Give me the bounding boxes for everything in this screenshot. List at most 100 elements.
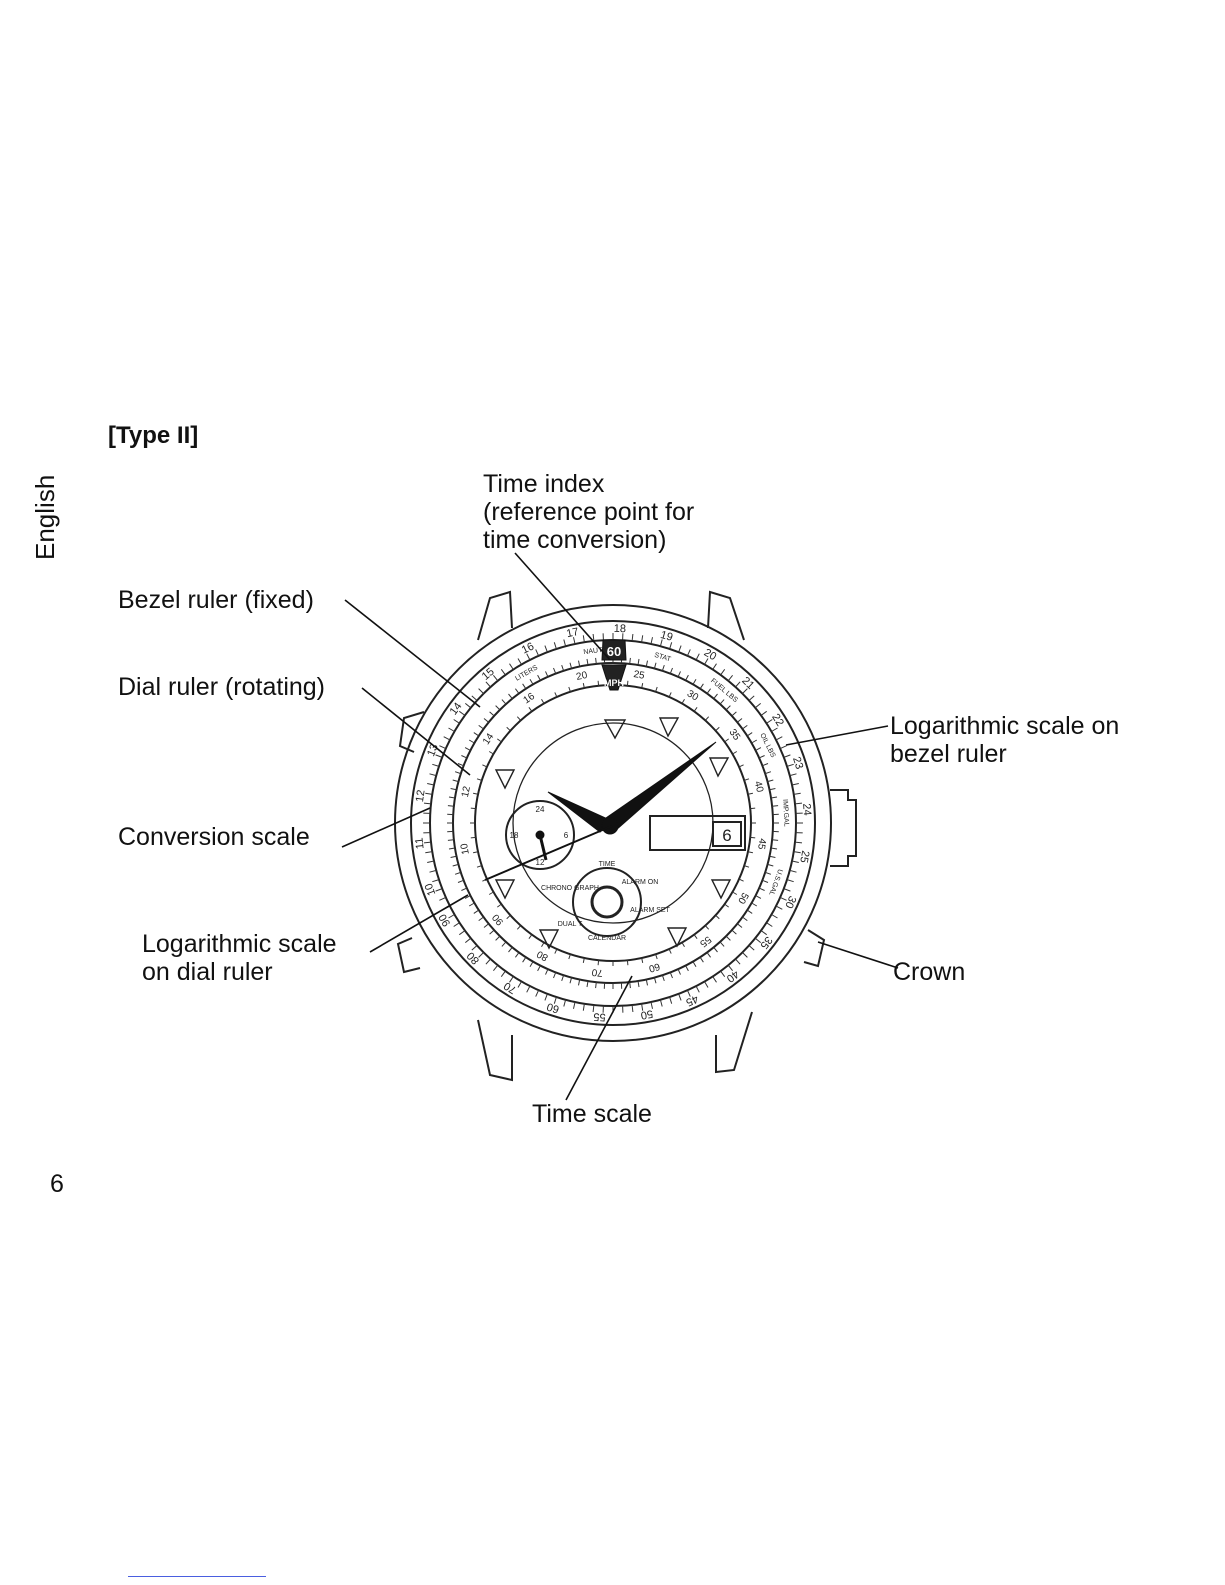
- scale-tick: [586, 980, 589, 988]
- scale-tick: [732, 891, 738, 895]
- scale-tick: [495, 705, 501, 711]
- label-time-index-line-1: Time index: [483, 470, 605, 498]
- scale-tick: [554, 692, 558, 698]
- scale-tick: [704, 658, 709, 665]
- bezel-number-22: 60: [545, 1000, 560, 1015]
- scale-tick: [453, 922, 460, 927]
- scale-tick: [545, 671, 549, 678]
- scale-tick: [435, 888, 443, 892]
- label-log-scale-dial-line-1: Logarithmic scale: [142, 930, 337, 958]
- scale-tick: [641, 635, 644, 643]
- bezel-number-13: 23: [790, 755, 805, 770]
- scale-tick: [509, 976, 514, 983]
- scale-tick: [724, 903, 729, 908]
- leader-log-scale-bezel: [785, 725, 889, 746]
- scale-tick: [461, 755, 468, 759]
- scale-tick: [522, 956, 527, 963]
- bezel-tag-6: U.S.GAL: [767, 868, 783, 896]
- scale-tick: [738, 764, 744, 768]
- scale-tick: [626, 680, 629, 686]
- scale-tick: [563, 999, 567, 1007]
- scale-tick: [470, 807, 476, 810]
- scale-tick: [641, 682, 644, 689]
- label-log-scale-bezel: Logarithmic scale on bezel ruler: [890, 712, 1119, 768]
- bezel-number-2: 12: [414, 789, 428, 803]
- scale-tick: [459, 930, 466, 936]
- leader-log-scale-dial: [369, 894, 469, 953]
- subdial-number-18: 18: [510, 831, 519, 840]
- scale-tick: [659, 999, 663, 1007]
- scale-tick: [501, 699, 507, 705]
- scale-tick: [457, 879, 464, 883]
- scale-tick: [535, 989, 540, 997]
- scale-tick: [450, 855, 457, 858]
- dial-number-8: 40: [752, 780, 765, 794]
- scale-tick: [758, 755, 765, 759]
- leader-dial-ruler-rotating: [361, 687, 471, 776]
- scale-tick: [771, 727, 778, 732]
- label-time-index-line-2: (reference point for: [483, 498, 695, 526]
- scale-tick: [678, 645, 682, 653]
- scale-tick: [425, 851, 433, 854]
- scale-tick: [712, 663, 717, 670]
- scale-tick: [497, 903, 502, 908]
- scale-tick: [517, 981, 522, 988]
- scale-tick: [750, 836, 756, 839]
- marker-triangle-7: [666, 927, 688, 948]
- scale-tick: [695, 985, 700, 993]
- scale-tick: [771, 914, 778, 919]
- scale-tick: [685, 965, 689, 972]
- leader-conversion-scale: [341, 807, 431, 848]
- mode-label-chronograph: CHRONO GRAPH: [541, 885, 599, 892]
- scale-tick: [641, 1003, 644, 1011]
- scale-tick: [699, 956, 704, 963]
- mode-label-calendar: CALENDAR: [588, 935, 626, 942]
- dial-number-1: 12: [460, 785, 473, 799]
- hour-hand: [547, 791, 611, 833]
- scale-tick: [485, 681, 491, 688]
- scale-tick: [765, 771, 772, 775]
- scale-tick: [526, 653, 531, 661]
- scale-tick: [789, 869, 797, 873]
- scale-tick: [754, 703, 762, 709]
- label-conversion-scale: Conversion scale: [118, 823, 310, 851]
- bezel-number-14: 24: [800, 803, 813, 816]
- scale-tick: [742, 724, 748, 730]
- scale-tick: [586, 658, 589, 666]
- label-log-scale-dial-line-2: on dial ruler: [142, 958, 273, 986]
- scale-tick: [541, 942, 545, 948]
- scale-tick: [423, 802, 432, 805]
- scale-tick: [727, 964, 733, 972]
- scale-tick: [595, 657, 597, 664]
- label-time-index: Time index (reference point for time con…: [483, 470, 694, 554]
- scale-tick: [569, 977, 573, 984]
- scale-tick: [713, 946, 718, 953]
- time-index-number: 60: [607, 644, 621, 659]
- dial-number-15: 90: [490, 911, 506, 927]
- scale-tick: [693, 707, 698, 712]
- scale-tick: [637, 658, 640, 666]
- scale-tick: [528, 707, 533, 712]
- scale-tick: [765, 871, 772, 875]
- scale-tick: [783, 754, 791, 758]
- label-log-scale-bezel-line-1: Logarithmic scale on: [890, 712, 1120, 740]
- scale-tick: [522, 683, 527, 690]
- scale-tick: [715, 914, 720, 920]
- lug-top-left: [477, 590, 513, 641]
- scale-tick: [779, 745, 787, 750]
- subdial-number-12: 12: [536, 858, 545, 867]
- bezel-number-6: 16: [520, 640, 536, 656]
- scale-tick: [692, 678, 697, 685]
- scale-tick: [731, 929, 737, 935]
- scale-tick: [693, 934, 698, 939]
- scale-tick: [637, 980, 640, 988]
- scale-tick: [483, 923, 490, 928]
- scale-tick: [735, 681, 741, 688]
- scale-tick: [497, 738, 502, 743]
- subdial-number-6: 6: [564, 831, 569, 840]
- scale-tick: [760, 710, 767, 716]
- scale-tick: [544, 645, 548, 653]
- subdial-number-24: 24: [536, 805, 545, 814]
- scale-tick: [629, 982, 631, 989]
- scale-tick: [464, 895, 471, 899]
